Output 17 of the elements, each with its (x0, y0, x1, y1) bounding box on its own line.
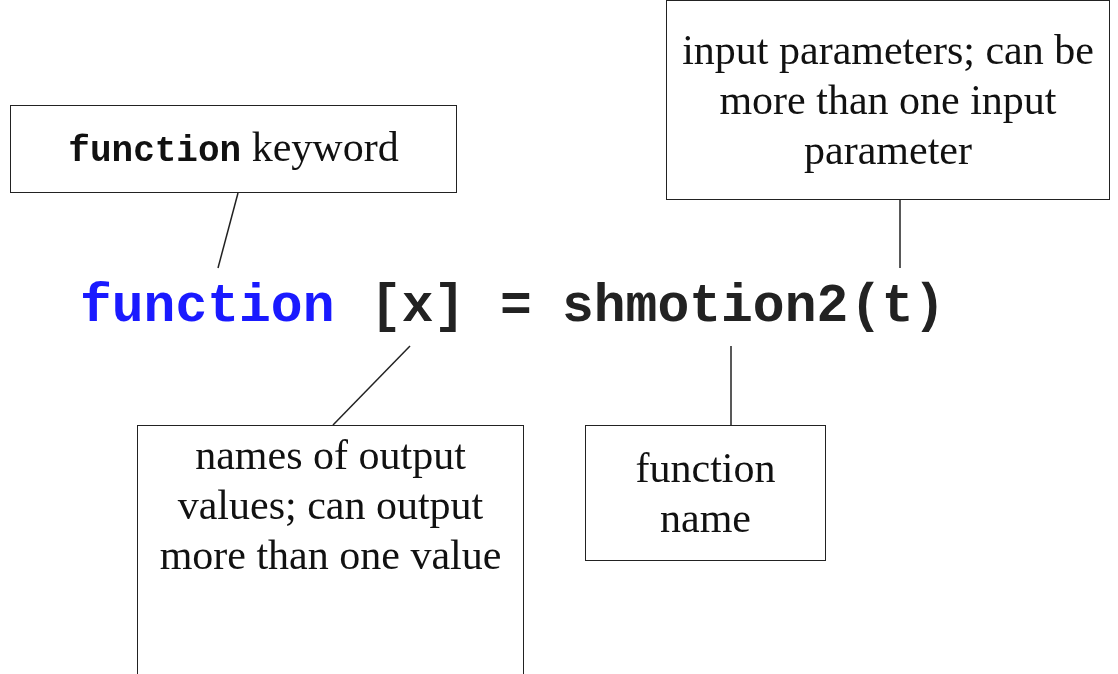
annotation-text: input parameters; can be more than one input parameter (681, 26, 1095, 175)
annotation-box (137, 425, 524, 674)
code-function-name: shmotion2 (562, 268, 849, 346)
code-operator: = (500, 276, 532, 339)
annotation-text: function keyword (68, 122, 399, 174)
code-output-variable: [x] (370, 268, 466, 346)
code-keyword: function (80, 268, 335, 346)
annotation-text: function name (634, 444, 777, 543)
annotation-text: names of output values; can output more than one value (158, 431, 503, 580)
annotation-box (10, 105, 457, 193)
leader-line (332, 345, 411, 426)
annotation-box (585, 425, 826, 561)
leader-line (899, 199, 901, 269)
code-input-parameter: (t) (850, 268, 946, 346)
leader-line (730, 345, 732, 426)
annotation-box (666, 0, 1110, 200)
leader-line (217, 192, 239, 269)
